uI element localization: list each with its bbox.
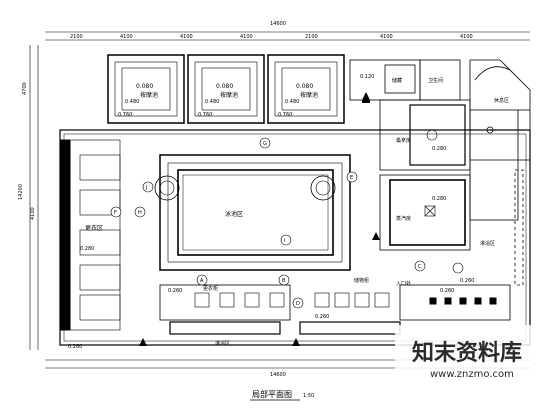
store-label: 储藏 [392,77,402,84]
lounge-label: 休息区 [494,97,509,104]
dim-left-2: 14200 [18,184,24,200]
dim-top-6: 4100 [380,34,393,40]
marker-j: J [145,185,147,191]
marker-i: I [284,238,285,244]
entrance-label: 入口处 [396,280,411,287]
locker-label: 更衣柜 [203,285,218,292]
dim-bottom-total: 14600 [270,372,286,378]
spa-pool-1-level-2: 0.480 [125,99,139,105]
drawing-scale: 1:50 [303,393,314,399]
main-pool-label: 泳池区 [225,210,243,218]
level-top-right: 0.120 [360,74,374,80]
marker-b: B [282,278,286,284]
dim-top-1: 2100 [70,34,83,40]
dim-top-2: 4100 [120,34,133,40]
drawing-title: 局部平面图 [252,389,292,399]
marker-a: A [200,278,204,284]
locker-level-4: 0.260 [460,278,474,284]
spa-pool-1-level-3: 0.760 [118,112,132,118]
wc-label: 卫生间 [428,77,443,84]
dim-left-1: 4700 [22,82,28,95]
spa-pool-3-label: 按摩池 [300,91,318,99]
spa-pool-2-level: 0.080 [216,83,233,90]
spa-pool-1-level: 0.080 [136,83,153,90]
sauna-label: 桑拿房 [396,137,411,144]
spa-pool-2 [187,54,265,124]
bottom-left-level: 0.280 [68,344,82,350]
steam-level: 0.280 [432,196,446,202]
changing-area-level: 0.280 [80,246,94,252]
locker-band [159,284,511,335]
spa-pool-1 [107,54,185,124]
dim-top-5: 2100 [305,34,318,40]
sauna-level: 0.280 [432,146,446,152]
marker-d: D [296,301,300,307]
dim-top-4: 4100 [240,34,253,40]
section-markers [110,137,464,309]
watermark: 知末资料库 www.znzmo.com [395,325,555,380]
spa-pool-2-level-3: 0.760 [198,112,212,118]
spa-pool-1-label: 按摩池 [140,91,158,99]
dim-left-3: 4100 [30,207,36,220]
locker-level-3: 0.260 [440,288,454,294]
watermark-url: www.znzmo.com [430,369,514,380]
marker-e: E [350,175,353,181]
cabinet-label: 储物柜 [354,277,369,284]
shower-column [469,109,530,286]
spa-pool-3-level-3: 0.760 [278,112,292,118]
spa-pool-3-level-2: 0.480 [285,99,299,105]
spa-pool-2-label: 按摩池 [220,91,238,99]
marker-g: G [263,141,267,147]
bottom-entrance-label: 淋浴区 [215,340,230,347]
marker-h: H [138,210,142,216]
shower-right-label: 淋浴区 [480,240,495,247]
watermark-brand: 知末资料库 [412,340,522,366]
marker-f: F [114,210,117,216]
steam-label: 蒸汽房 [396,215,411,222]
right-rooms [379,99,471,251]
marker-c: C [418,264,422,270]
building-outline [59,129,531,346]
spa-pool-3-level: 0.080 [296,83,313,90]
spa-pool-3 [267,54,345,124]
dim-top-total: 14600 [270,21,286,27]
changing-area [59,139,121,331]
locker-level-2: 0.260 [315,314,329,320]
changing-area-label: 更衣区 [85,224,103,232]
locker-level-1: 0.260 [168,288,182,294]
spa-pool-2-level-2: 0.480 [205,99,219,105]
dimension-lines [29,31,530,369]
direction-arrows [139,92,380,346]
dim-top-3: 4100 [180,34,193,40]
dim-top-7: 4100 [460,34,473,40]
main-pool [154,154,351,271]
